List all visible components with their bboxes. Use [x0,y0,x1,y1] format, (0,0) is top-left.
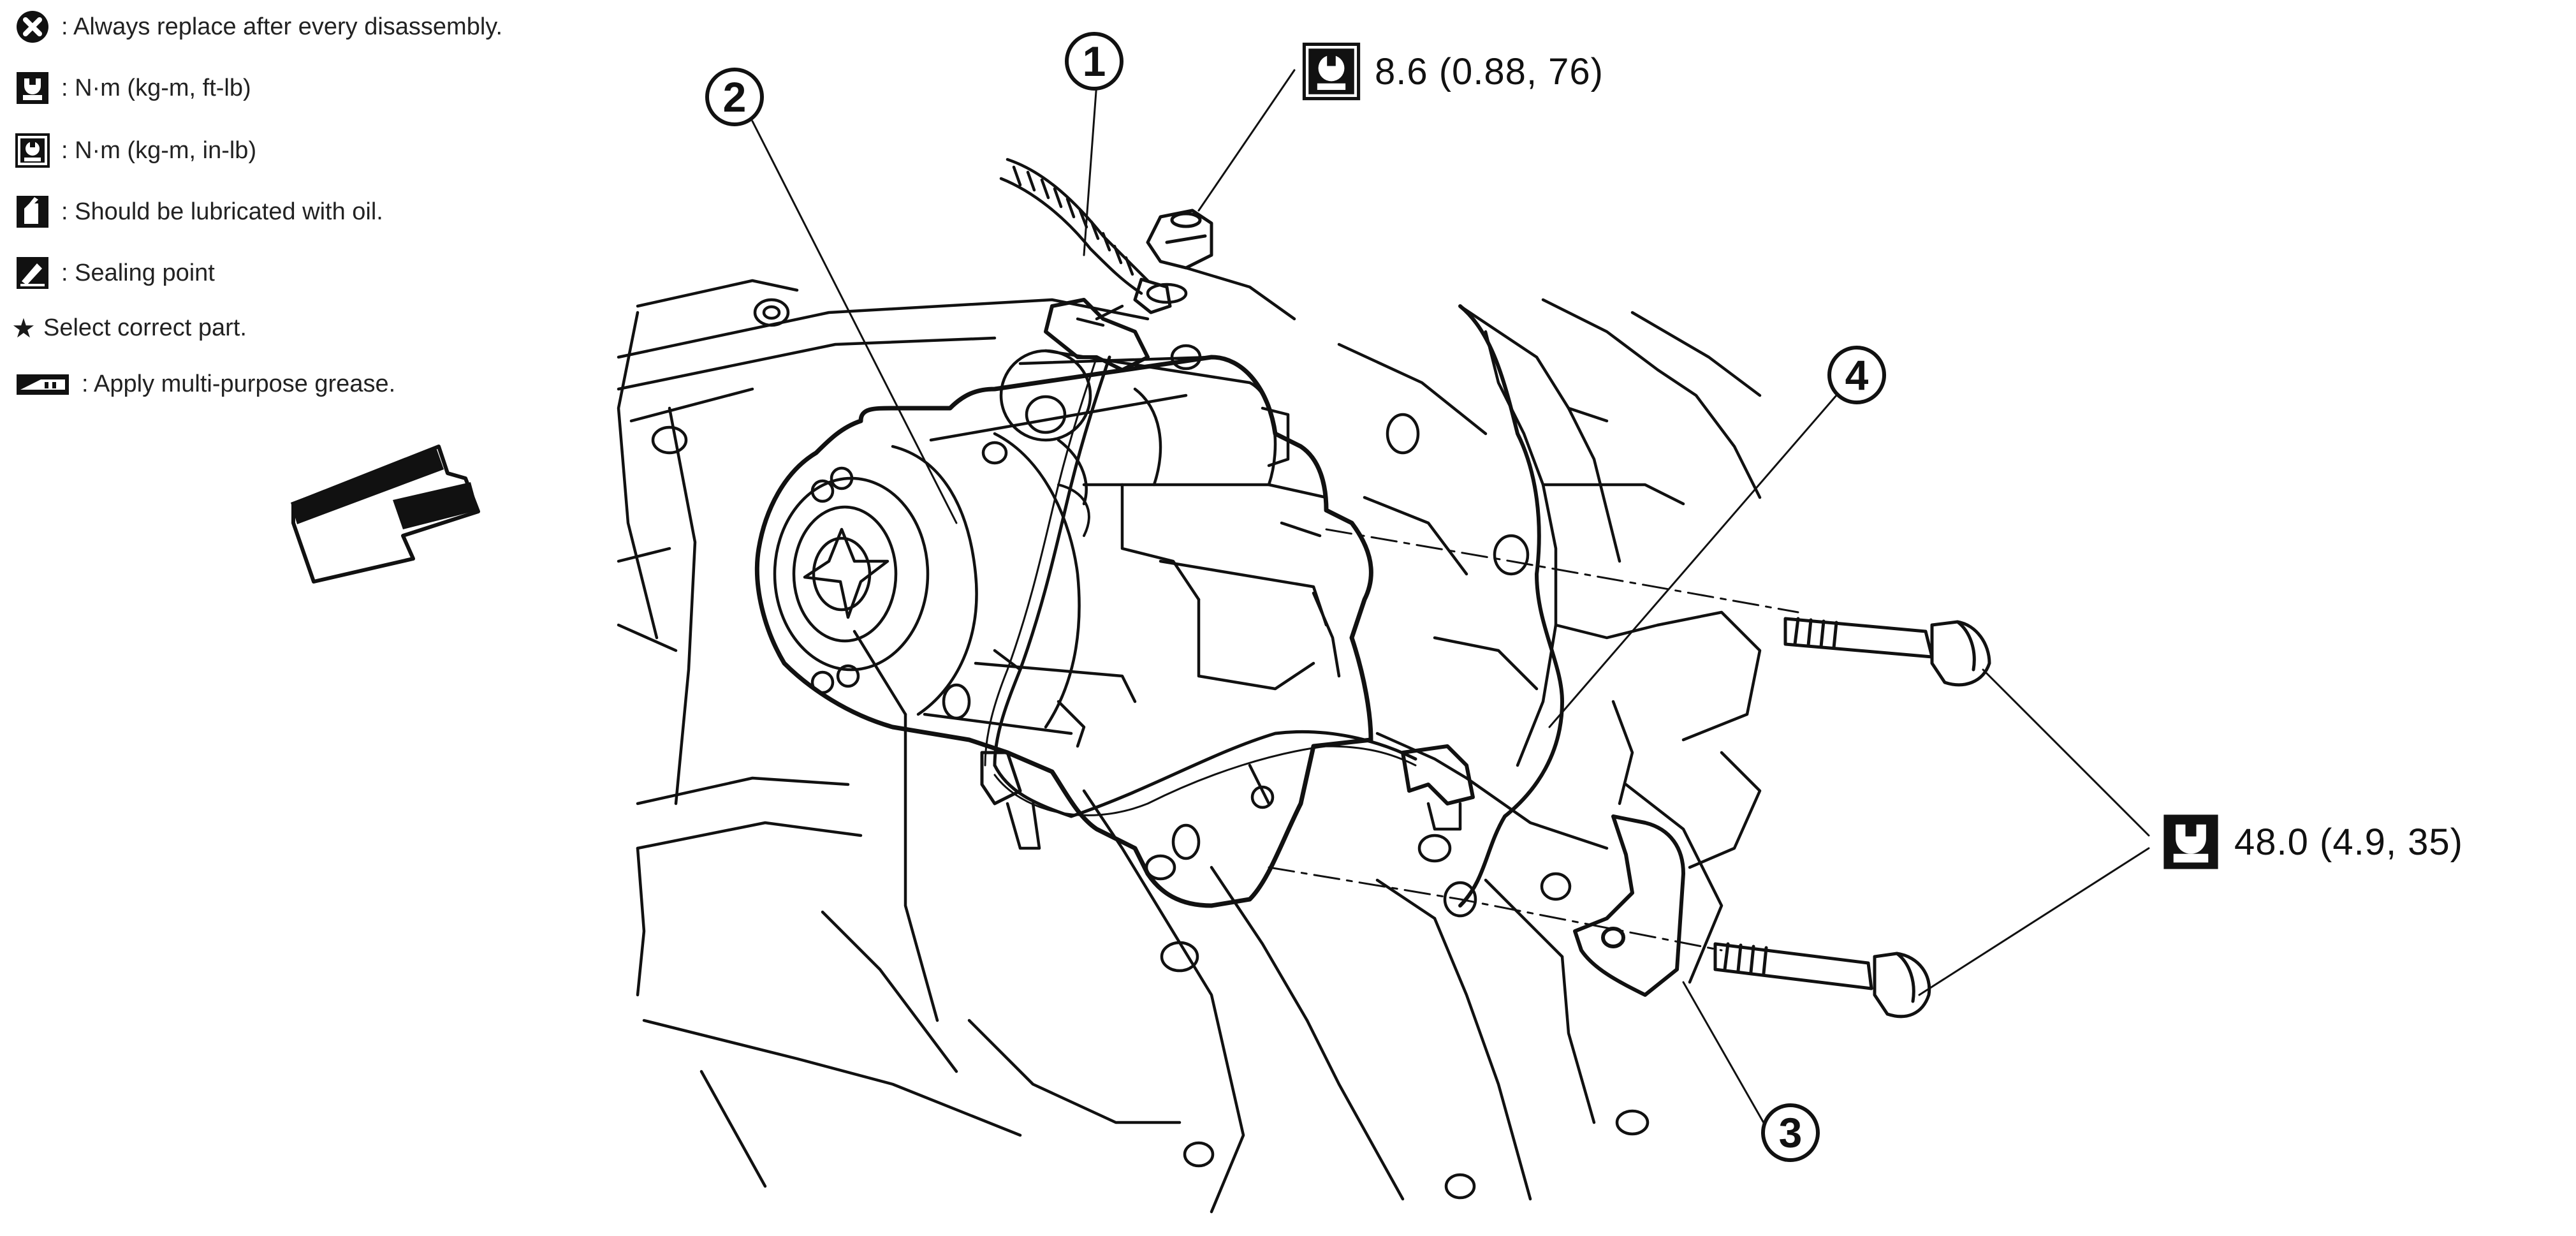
starter-motor-body [754,355,1373,908]
torque-spec-nut: 8.6 (0.88, 76) [1302,42,1604,101]
legend-item-select: ★ Select correct part. [11,309,247,347]
legend-item-torque-inlb: : N·m (kg-m, in-lb) [14,131,256,170]
starter-motor-details [773,298,1475,860]
terminal-nut [1146,209,1213,270]
legend-text: : Should be lubricated with oil. [61,198,383,225]
battery-cable [999,158,1188,321]
legend-text: : Sealing point [61,259,215,286]
mounting-bolt-lower [1713,942,1931,1019]
alignment-lines [1268,528,1799,952]
legend-text: : N·m (kg-m, ft-lb) [61,74,251,101]
mounting-bolt-upper [1783,617,1991,687]
legend-text: Select correct part. [43,314,247,341]
oil-can-icon [14,193,51,230]
legend-item-replace: : Always replace after every disassembly… [14,8,502,46]
callout-1: 1 [1065,32,1123,91]
torque-wrench-icon [14,70,51,107]
legend-item-grease: : Apply multi-purpose grease. [14,365,395,403]
grease-icon [14,365,71,402]
mounting-bracket [1573,814,1685,997]
leader-lines [751,69,2150,1162]
legend-text: : N·m (kg-m, in-lb) [61,136,257,164]
torque-wrench-inlb-icon [1302,42,1361,101]
callout-3: 3 [1761,1103,1820,1162]
torque-wrench-inlb-icon [14,132,51,169]
torque-value: 8.6 (0.88, 76) [1375,50,1604,92]
sealing-icon [14,254,51,291]
callout-2: 2 [705,68,764,126]
legend-item-torque-ftlb: : N·m (kg-m, ft-lb) [14,69,251,107]
torque-spec-bolts: 48.0 (4.9, 35) [2162,813,2463,871]
legend-item-oil: : Should be lubricated with oil. [14,193,383,231]
replace-icon [14,8,51,45]
legend-text: : Apply multi-purpose grease. [82,370,396,397]
star-icon: ★ [11,313,36,343]
callout-4: 4 [1827,346,1886,404]
engine-block [617,266,1762,1214]
front-arrow-icon [291,445,480,584]
legend-item-sealing: : Sealing point [14,254,215,292]
torque-value: 48.0 (4.9, 35) [2234,821,2463,863]
mounting-flange [1458,304,1564,908]
torque-wrench-icon [2163,814,2218,869]
legend-text: : Always replace after every disassembly… [61,13,503,40]
